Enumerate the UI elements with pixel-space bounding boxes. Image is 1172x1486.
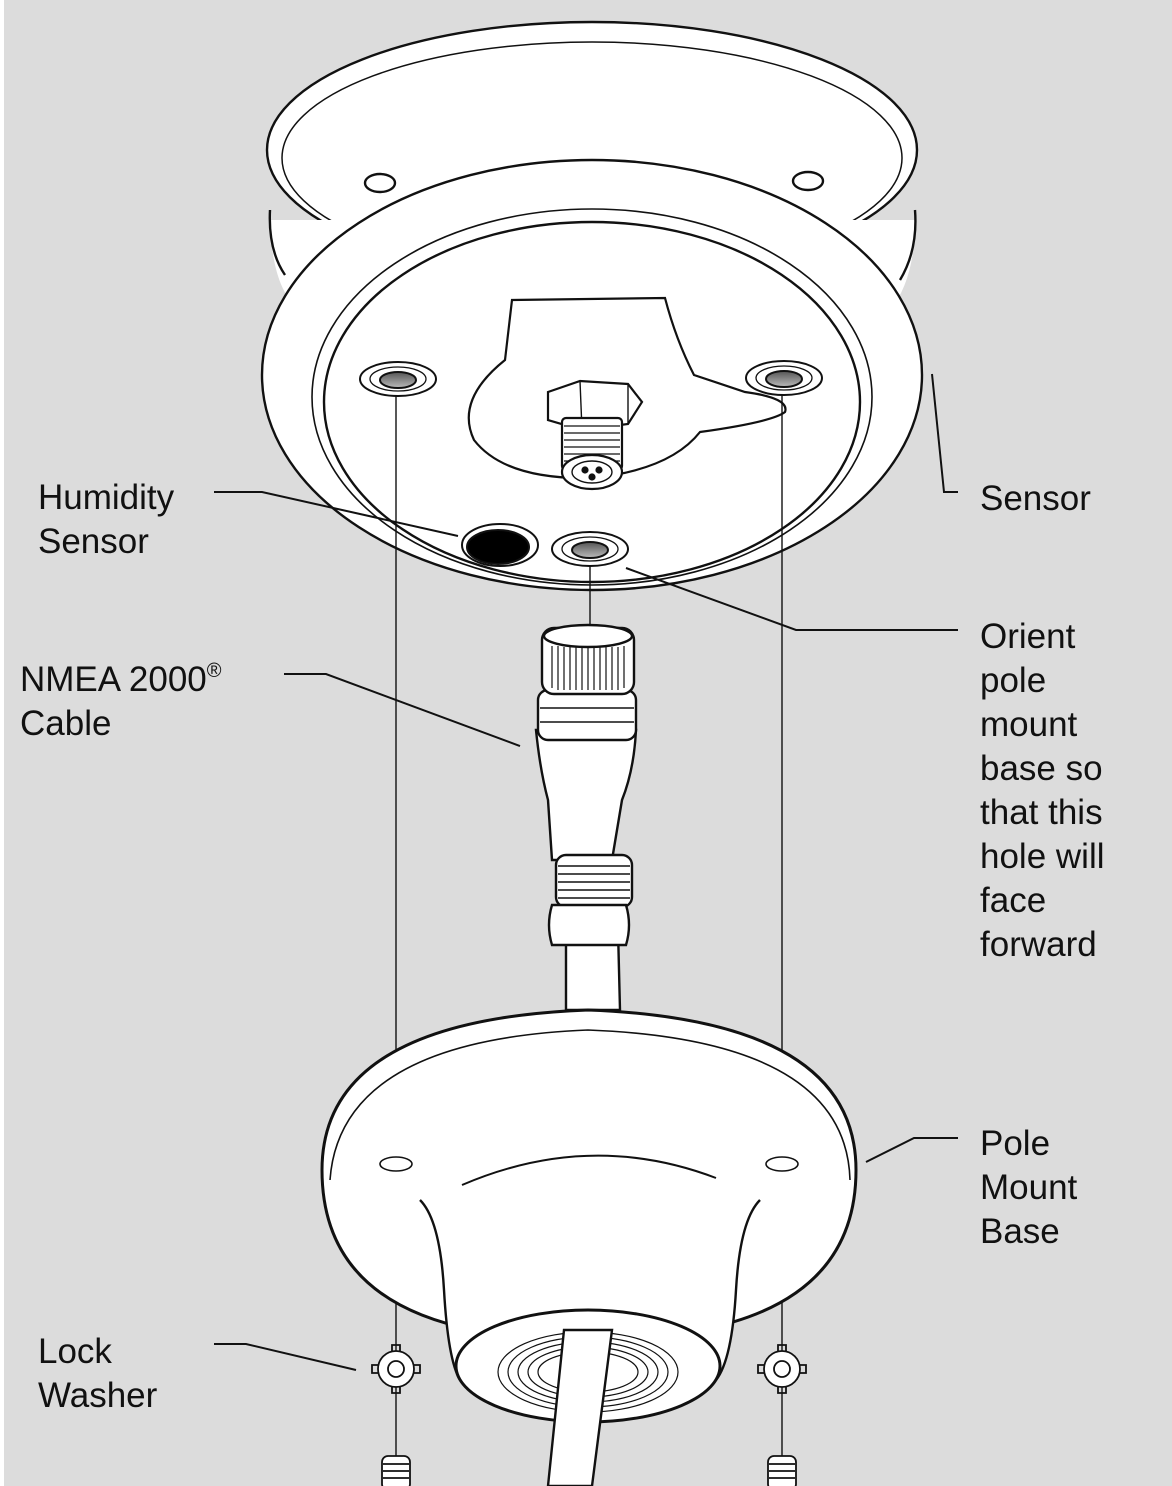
leader-sensor [931, 373, 958, 493]
orientation-hole [551, 531, 629, 567]
label-pole-mount-base: Pole Mount Base [980, 1124, 1078, 1251]
sensor-bottom-face-outer [311, 208, 873, 586]
sensor-housing [260, 20, 924, 592]
label-orient-note: Orient pole mount base so that this hole… [980, 617, 1105, 964]
leader-nmea-cable [284, 673, 521, 747]
lock-washer-left [371, 1344, 421, 1394]
leader-humidity-sensor [214, 491, 459, 537]
leader-lock-washer [214, 1343, 357, 1371]
base-hole-left [379, 1156, 413, 1172]
screw-right [767, 1455, 797, 1486]
humidity-sensor-port [461, 523, 539, 567]
sensor-connector [546, 379, 644, 491]
base-hole-right [765, 1156, 799, 1172]
nmea-cable [534, 623, 638, 1012]
leader-lines [214, 373, 958, 1371]
leader-orient-note [625, 567, 958, 631]
cable-through-base [546, 1328, 614, 1486]
sensor-mount-tab-left [363, 172, 397, 194]
label-humidity-sensor: Humidity Sensor [38, 478, 175, 561]
sensor-mounting-hole-right [745, 360, 823, 396]
sensor-mount-tab-right [791, 170, 825, 192]
lock-washer-right [757, 1344, 807, 1394]
cable-ribbed-collar [554, 853, 634, 909]
pole-mount-base [320, 1008, 858, 1424]
leader-pole-mount-base [865, 1137, 958, 1163]
label-lock-washer: Lock Washer [38, 1332, 158, 1415]
label-sensor: Sensor [980, 479, 1091, 518]
screw-left [381, 1455, 411, 1486]
label-nmea-cable: NMEA 2000® Cable [20, 660, 222, 743]
sensor-mounting-hole-left [359, 361, 437, 397]
